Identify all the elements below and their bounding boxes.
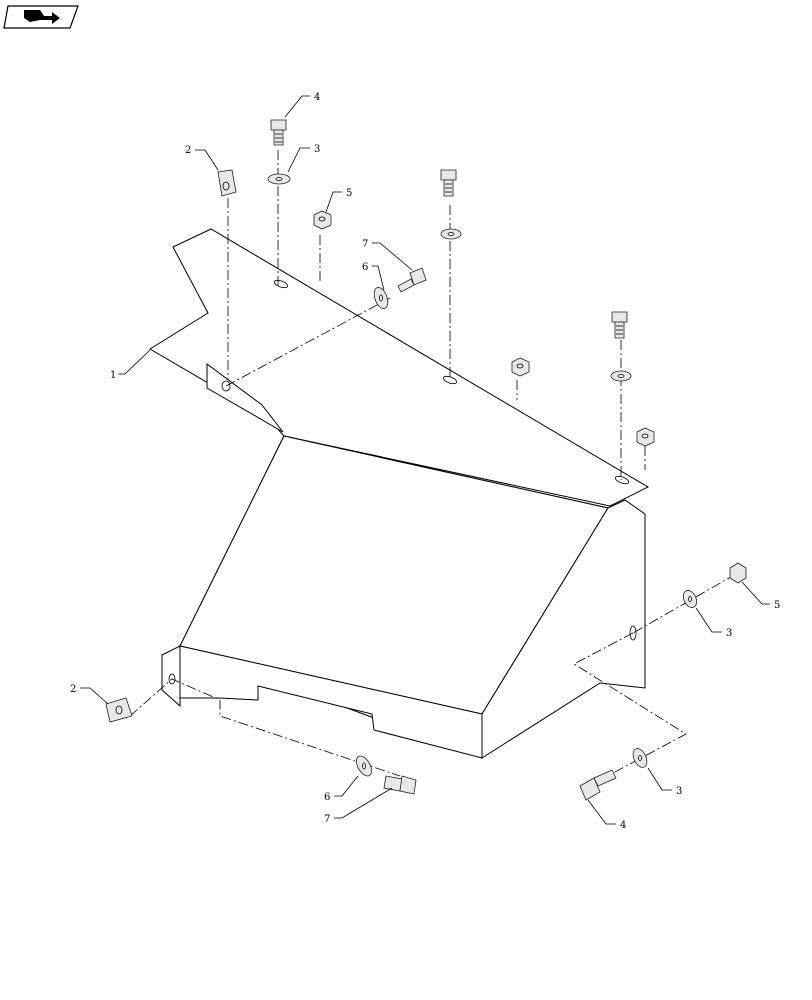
callout-3-bottom: 3 xyxy=(676,786,682,797)
book-arrow-icon xyxy=(24,10,60,24)
panel-holes xyxy=(168,279,637,685)
lockwasher-center xyxy=(440,228,462,240)
callout-7-top: 7 xyxy=(362,239,368,250)
callout-labels: 1 2 2 3 3 3 4 4 5 5 6 6 7 7 xyxy=(70,92,780,831)
bolt-right xyxy=(611,311,628,339)
washer-bottom-right xyxy=(632,748,648,768)
nut-side xyxy=(729,562,747,584)
callout-6-top: 6 xyxy=(362,262,368,273)
callout-1: 1 xyxy=(110,370,116,381)
callout-4-bottom: 4 xyxy=(620,820,626,831)
callout-5-top: 5 xyxy=(346,188,352,199)
callout-3-right: 3 xyxy=(726,628,732,639)
nut-top xyxy=(313,210,332,230)
clip-nut-top xyxy=(217,169,237,197)
bolt-7-bottom xyxy=(383,775,417,795)
nut-center xyxy=(511,357,530,377)
callout-2-bottom: 2 xyxy=(70,684,76,695)
callout-5-right: 5 xyxy=(774,600,780,611)
clip-nut-bottom xyxy=(105,697,133,723)
callout-7-bottom: 7 xyxy=(324,814,330,825)
assembly-centerlines xyxy=(129,150,737,781)
washer-side xyxy=(682,590,698,608)
washer-6-top xyxy=(373,287,389,309)
washer-6-bottom xyxy=(356,755,372,777)
nav-button[interactable] xyxy=(3,5,79,29)
leader-lines xyxy=(80,95,770,825)
callout-3-top: 3 xyxy=(314,144,320,155)
bolt-bottom-right xyxy=(579,769,617,801)
callout-4-top: 4 xyxy=(314,92,320,103)
nut-right xyxy=(636,427,655,447)
callout-2-top: 2 xyxy=(185,145,191,156)
shield-panel xyxy=(149,228,650,759)
washer-top xyxy=(267,173,291,185)
bolt-center xyxy=(440,169,457,197)
bolt-7-top xyxy=(397,267,427,293)
bolt-top xyxy=(270,119,287,146)
callout-6-bottom: 6 xyxy=(324,792,330,803)
lockwasher-right xyxy=(610,370,632,382)
